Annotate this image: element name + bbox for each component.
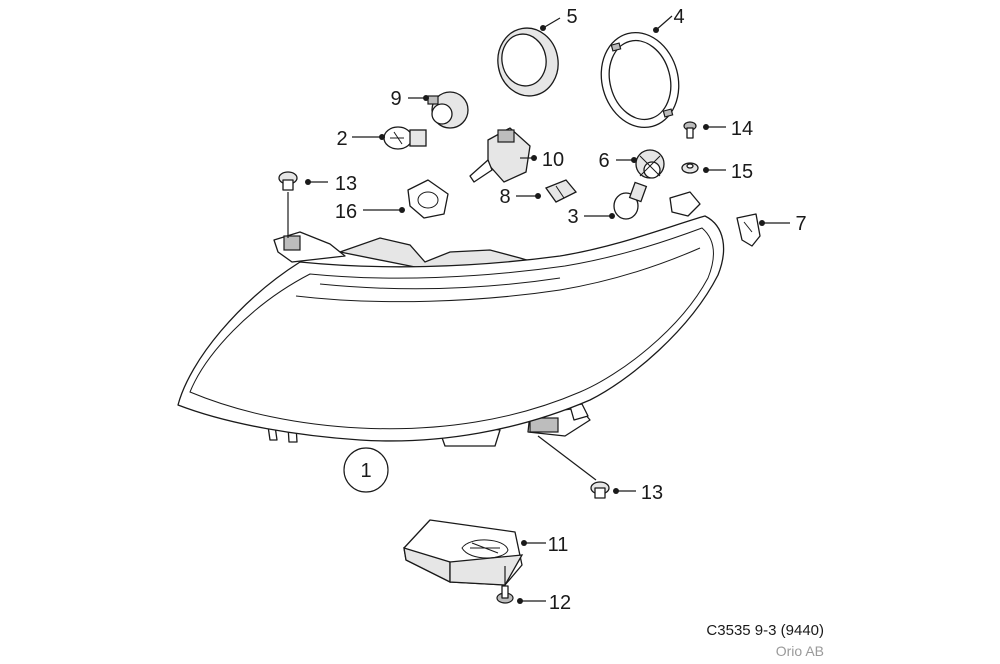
part-2-bulb	[383, 126, 427, 150]
diagram-credit: Orio AB	[775, 643, 824, 659]
callout-2: 2	[336, 128, 347, 150]
part-14-screw	[683, 121, 697, 139]
part-6-bulb-holder	[635, 149, 665, 179]
callout-16: 16	[335, 201, 357, 223]
callout-4: 4	[673, 6, 684, 28]
part-11-control-unit	[403, 519, 524, 586]
part-1-headlamp-housing	[177, 191, 725, 447]
callout-7: 7	[795, 213, 806, 235]
part-15-nut	[681, 162, 699, 174]
callout-6: 6	[598, 150, 609, 172]
callout-11: 11	[548, 534, 569, 556]
callout-15: 15	[731, 161, 753, 183]
part-1-callout-circle	[343, 447, 389, 493]
part-8-connector	[544, 179, 578, 203]
part-9-socket	[427, 91, 469, 129]
callout-5: 5	[566, 6, 577, 28]
callout-labels: 1 2 3 4 5 6 7 8 9 10 11 12 13 13 14 15 1…	[335, 6, 807, 614]
callout-13-lower: 13	[641, 482, 663, 504]
callout-13-upper: 13	[335, 173, 357, 195]
part-5-cover	[497, 27, 559, 97]
part-12-screw	[496, 585, 514, 604]
part-16-holder	[407, 179, 449, 219]
part-7-clip	[736, 213, 761, 247]
leader-lines	[287, 15, 790, 604]
part-10-xenon-bulb	[469, 127, 531, 183]
callout-8: 8	[499, 186, 510, 208]
diagram-reference-code: C3535 9-3 (9440)	[706, 622, 824, 639]
part-13-bolt-upper	[278, 171, 298, 191]
callout-10: 10	[542, 149, 564, 171]
callout-3: 3	[567, 206, 578, 228]
part-4-retaining-ring	[600, 31, 680, 129]
part-3-bulb	[613, 181, 648, 220]
part-13-bolt-lower	[590, 481, 610, 499]
callout-14: 14	[731, 118, 753, 140]
callout-9: 9	[390, 88, 401, 110]
callout-12: 12	[549, 592, 571, 614]
callout-1: 1	[360, 460, 371, 482]
